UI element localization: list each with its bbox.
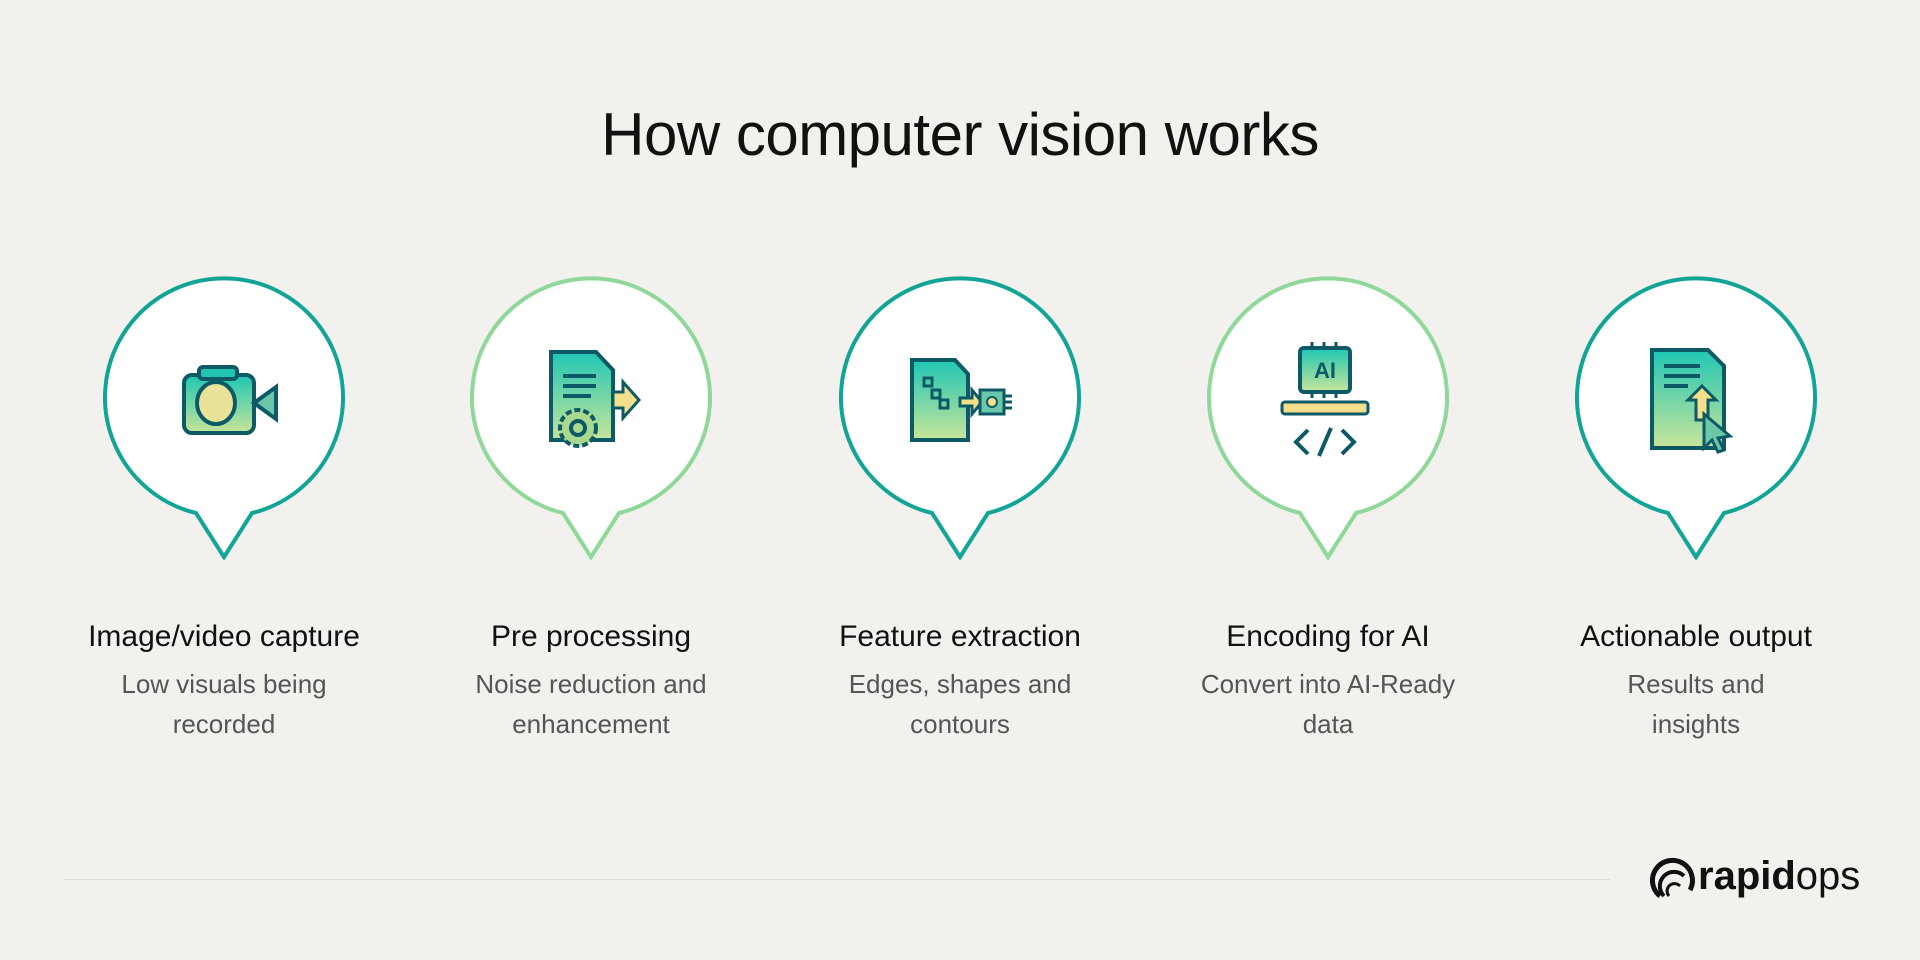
document-cursor-icon bbox=[1650, 348, 1734, 454]
step-desc-line1: Convert into AI-Ready bbox=[1200, 669, 1456, 699]
step-desc-line1: Edges, shapes and bbox=[848, 669, 1072, 699]
step-desc-line1: Noise reduction and bbox=[475, 669, 707, 699]
document-chip-icon bbox=[910, 358, 1012, 442]
step-label: Pre processing bbox=[490, 620, 692, 653]
step-3: Feature extraction Edges, shapes and cont… bbox=[776, 270, 1144, 744]
logo-text-light: ops bbox=[1795, 853, 1861, 898]
step-5: Actionable output Results and insights bbox=[1512, 270, 1880, 744]
step-label: Actionable output bbox=[1580, 620, 1812, 653]
pin-marker: AI bbox=[1207, 276, 1449, 561]
video-camera-icon bbox=[182, 365, 278, 435]
step-label: Image/video capture bbox=[88, 620, 360, 653]
step-1: Image/video capture Low visuals being rec… bbox=[40, 270, 408, 744]
step-4: AI Encoding for AI Convert into AI-Ready… bbox=[1144, 270, 1512, 744]
logo-text-bold: rapid bbox=[1698, 853, 1796, 898]
step-desc-line1: Results and bbox=[1627, 669, 1765, 699]
pin-marker bbox=[1575, 276, 1817, 561]
document-gear-icon bbox=[549, 350, 642, 448]
step-desc-line2: contours bbox=[910, 709, 1010, 739]
rapidops-swirl-icon bbox=[1650, 857, 1695, 898]
pin-marker bbox=[839, 276, 1081, 561]
step-desc-line2: recorded bbox=[172, 709, 276, 739]
footer-divider bbox=[64, 879, 1610, 880]
svg-text:AI: AI bbox=[1314, 358, 1336, 383]
step-desc-line1: Low visuals being bbox=[121, 669, 327, 699]
step-desc-line2: insights bbox=[1651, 709, 1741, 739]
step-2: Pre processing Noise reduction and enhanc… bbox=[407, 270, 775, 744]
page-title: How computer vision works bbox=[601, 101, 1319, 168]
pin-marker bbox=[470, 276, 712, 561]
ai-chip-code-icon: AI bbox=[1280, 342, 1370, 457]
pin-marker bbox=[103, 276, 345, 561]
step-desc-line2: enhancement bbox=[512, 709, 670, 739]
step-desc-line2: data bbox=[1302, 709, 1354, 739]
step-label: Encoding for AI bbox=[1226, 620, 1430, 653]
step-label: Feature extraction bbox=[839, 620, 1081, 653]
